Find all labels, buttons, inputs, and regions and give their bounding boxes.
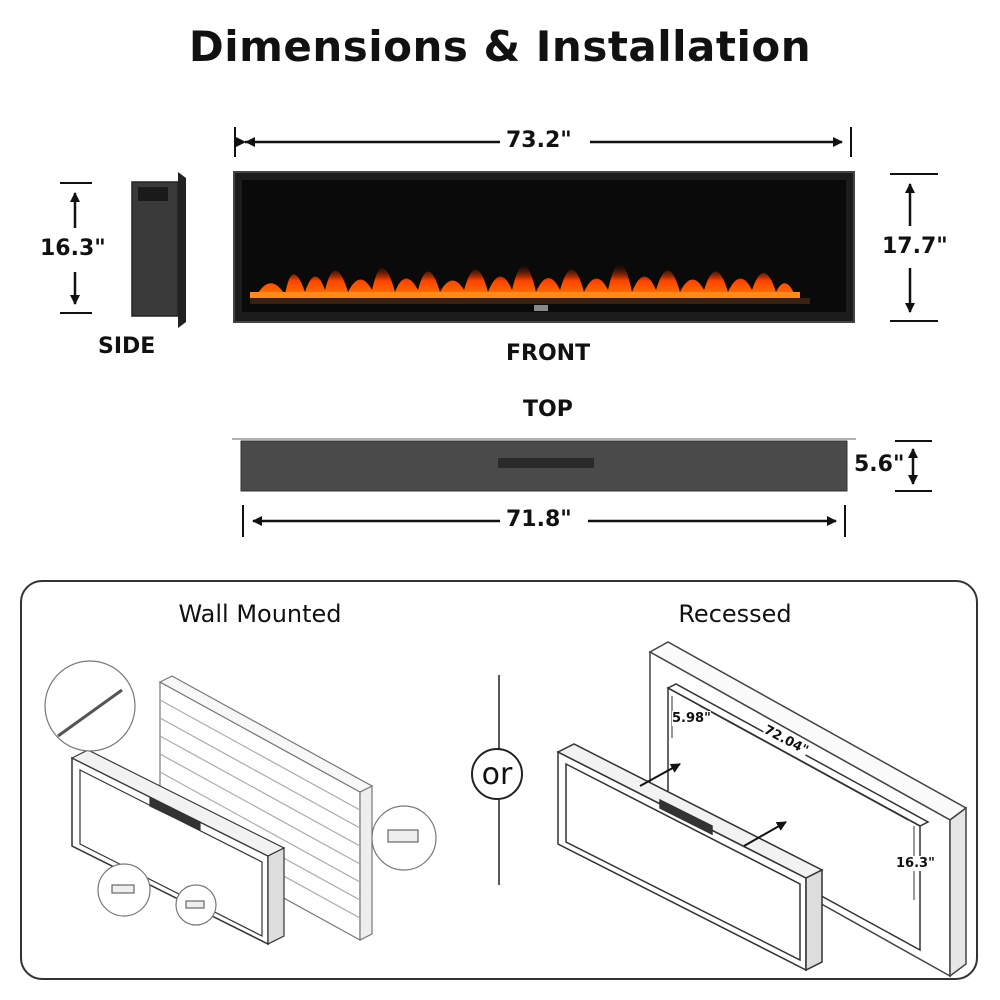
or-badge: or [471,748,523,800]
top-view-label: TOP [523,397,573,422]
side-view-label: SIDE [98,334,156,359]
installation-panel [20,580,978,980]
front-height-dimension [890,173,938,322]
front-width-label: 73.2" [500,128,578,153]
wall-mounted-title: Wall Mounted [178,600,342,628]
front-height-label: 17.7" [880,234,950,259]
top-depth-label: 5.6" [852,452,907,477]
top-width-dimension [242,505,846,537]
wall-mounted-illustration [44,660,437,946]
side-height-dimension [60,182,92,314]
front-view-fireplace [233,171,855,323]
page-title: Dimensions & Installation [188,22,812,71]
side-view-fireplace [131,172,186,328]
recessed-illustration [556,641,968,978]
side-height-label: 16.3" [38,236,108,261]
top-view-fireplace [232,438,856,492]
top-width-label: 71.8" [500,507,578,532]
recess-depth-label: 5.98" [672,711,711,726]
recessed-title: Recessed [678,600,792,628]
recess-height-label: 16.3" [896,856,935,871]
top-depth-dimension [895,440,932,492]
front-view-label: FRONT [506,341,591,366]
front-width-dimension [234,127,852,157]
